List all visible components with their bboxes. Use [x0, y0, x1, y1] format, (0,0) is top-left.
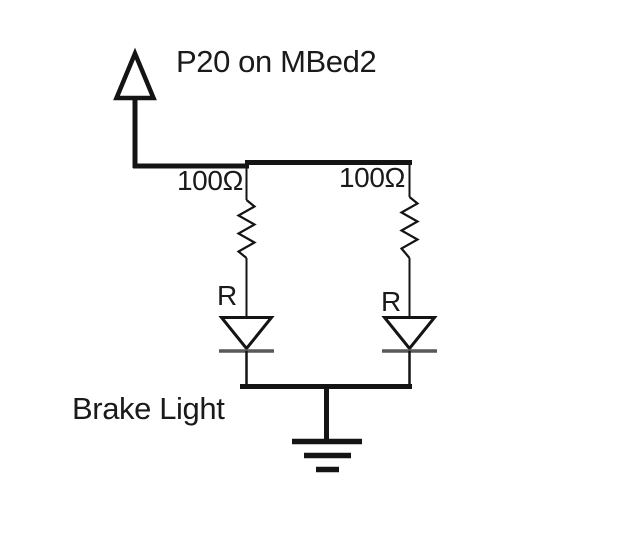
- top-rail-wire: [133, 160, 412, 169]
- resistor-zigzag-icon: [399, 196, 420, 259]
- led-diode-icon: [218, 316, 275, 351]
- power-arrow-icon: [113, 47, 157, 168]
- resistor-value-left: 100Ω: [177, 165, 244, 196]
- resistor-zigzag-icon: [236, 199, 257, 259]
- branch-right: [381, 161, 438, 387]
- power-pin-label: P20 on MBed2: [176, 44, 377, 79]
- led-label-right: R: [381, 286, 401, 317]
- ground-icon: [240, 384, 412, 473]
- led-diode-icon: [381, 316, 438, 351]
- power-arrow-head: [113, 47, 157, 101]
- led-label-left: R: [217, 280, 237, 311]
- resistor-value-right: 100Ω: [339, 162, 406, 193]
- branch-left: [218, 164, 275, 387]
- brake-light-caption: Brake Light: [72, 391, 225, 426]
